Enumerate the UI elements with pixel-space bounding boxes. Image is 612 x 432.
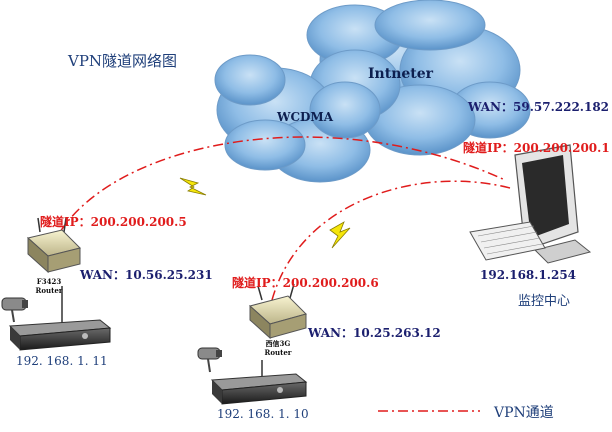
center-wan-label: WAN：59.57.222.182 [468, 100, 610, 114]
site2-tunnel-ip-label: 隧道IP：200.200.200.6 [232, 276, 379, 290]
legend-label: VPN通道 [494, 405, 554, 421]
tunnel-arc-site1 [59, 136, 506, 233]
wcdma-cloud [214, 54, 381, 183]
center-tunnel-ip-label: 隧道IP：200.200.200.1 [463, 141, 610, 155]
site1-router-model: F3423 [36, 277, 62, 286]
camera-icon [1, 297, 28, 323]
site2-lan-ip-label: 192. 168. 1. 10 [217, 407, 309, 421]
center-name-label: 监控中心 [518, 294, 571, 309]
router-icon [26, 217, 81, 274]
wcdma-cloud-label: WCDMA [277, 110, 334, 124]
site2-router-type: Router [264, 348, 292, 357]
site2-wan-label: WAN：10.25.263.12 [308, 326, 441, 340]
dvr-device-icon [8, 319, 112, 351]
monitor-computer-icon [469, 144, 592, 264]
lightning-icon [179, 177, 207, 196]
center-lan-ip-label: 192.168.1.254 [480, 268, 577, 282]
lightning-icon [329, 221, 351, 249]
tunnel-arc-site2 [271, 180, 511, 301]
router-icon [248, 283, 307, 340]
site1-lan-ip-label: 192. 168. 1. 11 [16, 354, 108, 368]
site1-router-label: F3423 Router [34, 277, 64, 295]
site2-router-model: 西信3G [265, 339, 291, 348]
internet-cloud-label: Intneter [368, 66, 434, 82]
site1-router-type: Router [35, 286, 63, 295]
site2-router-label: 西信3G Router [258, 339, 298, 357]
camera-icon [197, 347, 222, 373]
dvr-device-icon [210, 373, 308, 405]
vpn-tunnel-lines [59, 136, 511, 301]
diagram-title: VPN隧道网络图 [68, 52, 178, 70]
site1-tunnel-ip-label: 隧道IP：200.200.200.5 [40, 215, 187, 229]
site1-wan-label: WAN：10.56.25.231 [80, 268, 213, 282]
